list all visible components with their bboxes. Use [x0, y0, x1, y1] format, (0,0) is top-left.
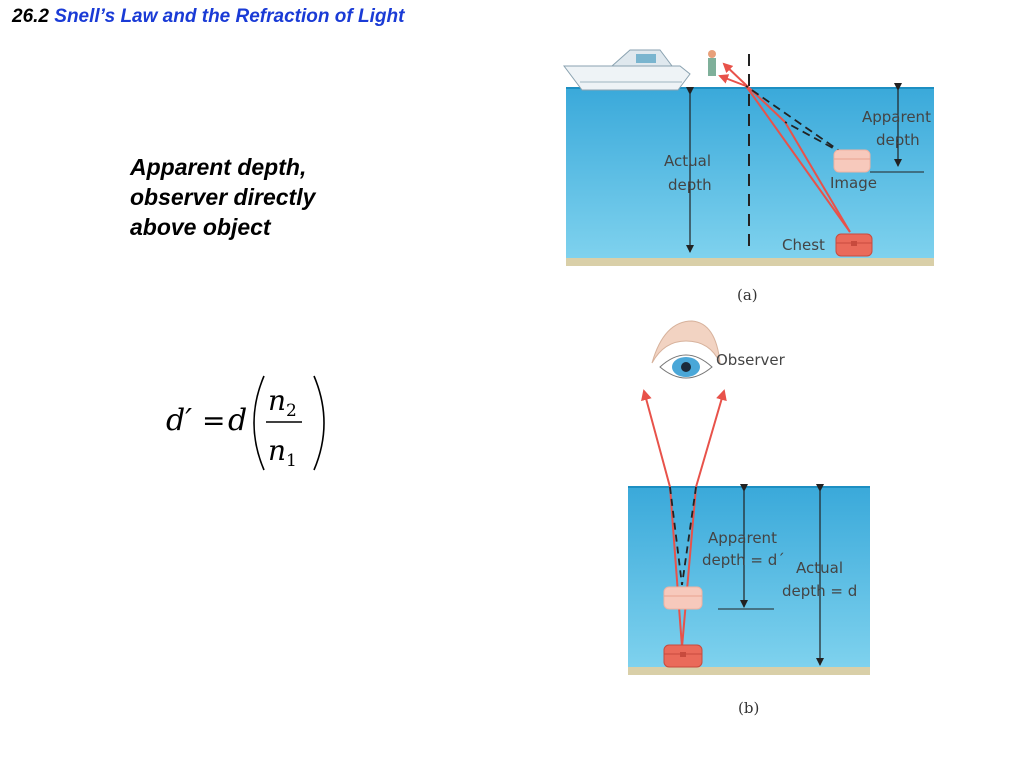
caption-a: (a) [737, 286, 758, 304]
section-title: Snell’s Law and the Refraction of Light [54, 6, 405, 27]
actual-depth-label-b-line2: depth = d [782, 582, 857, 600]
observer-label: Observer [716, 351, 786, 369]
image-chest-icon [833, 149, 871, 173]
apparent-depth-label-b-line1: Apparent [708, 529, 777, 547]
chest-label: Chest [782, 236, 825, 254]
image-chest-icon-b [663, 586, 703, 610]
ray-2-air [718, 74, 747, 87]
observer-eye-icon [651, 320, 721, 379]
water-b [628, 487, 870, 669]
formula-d: d [228, 403, 247, 438]
ray-1-air [722, 62, 786, 123]
left-paren [253, 375, 265, 471]
right-paren [313, 375, 325, 471]
ray-right-underwater [681, 486, 697, 648]
section-number: 26.2 [12, 6, 49, 27]
formula-numerator-sub: 2 [286, 401, 297, 421]
figure-b: Observer Apparent depth = d´ Actual dept… [628, 320, 870, 717]
chest-icon-b [663, 644, 703, 668]
apparent-depth-formula: d′ = d n 2 n 1 [166, 375, 325, 471]
formula-lhs: d′ [166, 403, 192, 438]
actual-depth-label-line2: depth [668, 176, 712, 194]
formula-denominator: n [268, 434, 286, 467]
ray-right-air [695, 389, 727, 488]
apparent-depth-label-line2: depth [876, 131, 920, 149]
image-label: Image [830, 174, 877, 192]
topic-heading: Apparent depth, observer directly above … [130, 152, 315, 242]
ray-left-air [641, 389, 671, 488]
virtual-ray-2 [745, 85, 845, 155]
boat-icon [563, 49, 691, 91]
topic-line-2: observer directly [130, 184, 316, 210]
formula-numerator: n [268, 384, 286, 417]
actual-depth-label-b-line1: Actual [796, 559, 843, 577]
topic-line-1: Apparent depth, [130, 154, 307, 180]
topic-line-3: above object [130, 214, 271, 240]
formula-denominator-sub: 1 [286, 451, 297, 471]
ray-1-underwater [784, 121, 851, 233]
virtual-ray-1 [784, 121, 845, 155]
virtual-ray-left [669, 486, 683, 586]
person-icon [708, 50, 716, 76]
chest-icon [835, 233, 873, 257]
slide-title: 26.2 Snell’s Law and the Refraction of L… [12, 6, 404, 28]
virtual-ray-right [681, 486, 697, 586]
figure-a: Actual depth Apparent depth Image Chest … [563, 49, 934, 304]
caption-b: (b) [738, 699, 759, 717]
ray-2-underwater [745, 85, 851, 233]
actual-depth-label-line1: Actual [664, 152, 711, 170]
formula-equals: = [202, 404, 225, 437]
ray-left-underwater [669, 486, 683, 648]
seabed-a [566, 258, 934, 266]
apparent-depth-label-line1: Apparent [862, 108, 931, 126]
seabed-b [628, 667, 870, 675]
apparent-depth-label-b-line2: depth = d´ [702, 551, 785, 569]
